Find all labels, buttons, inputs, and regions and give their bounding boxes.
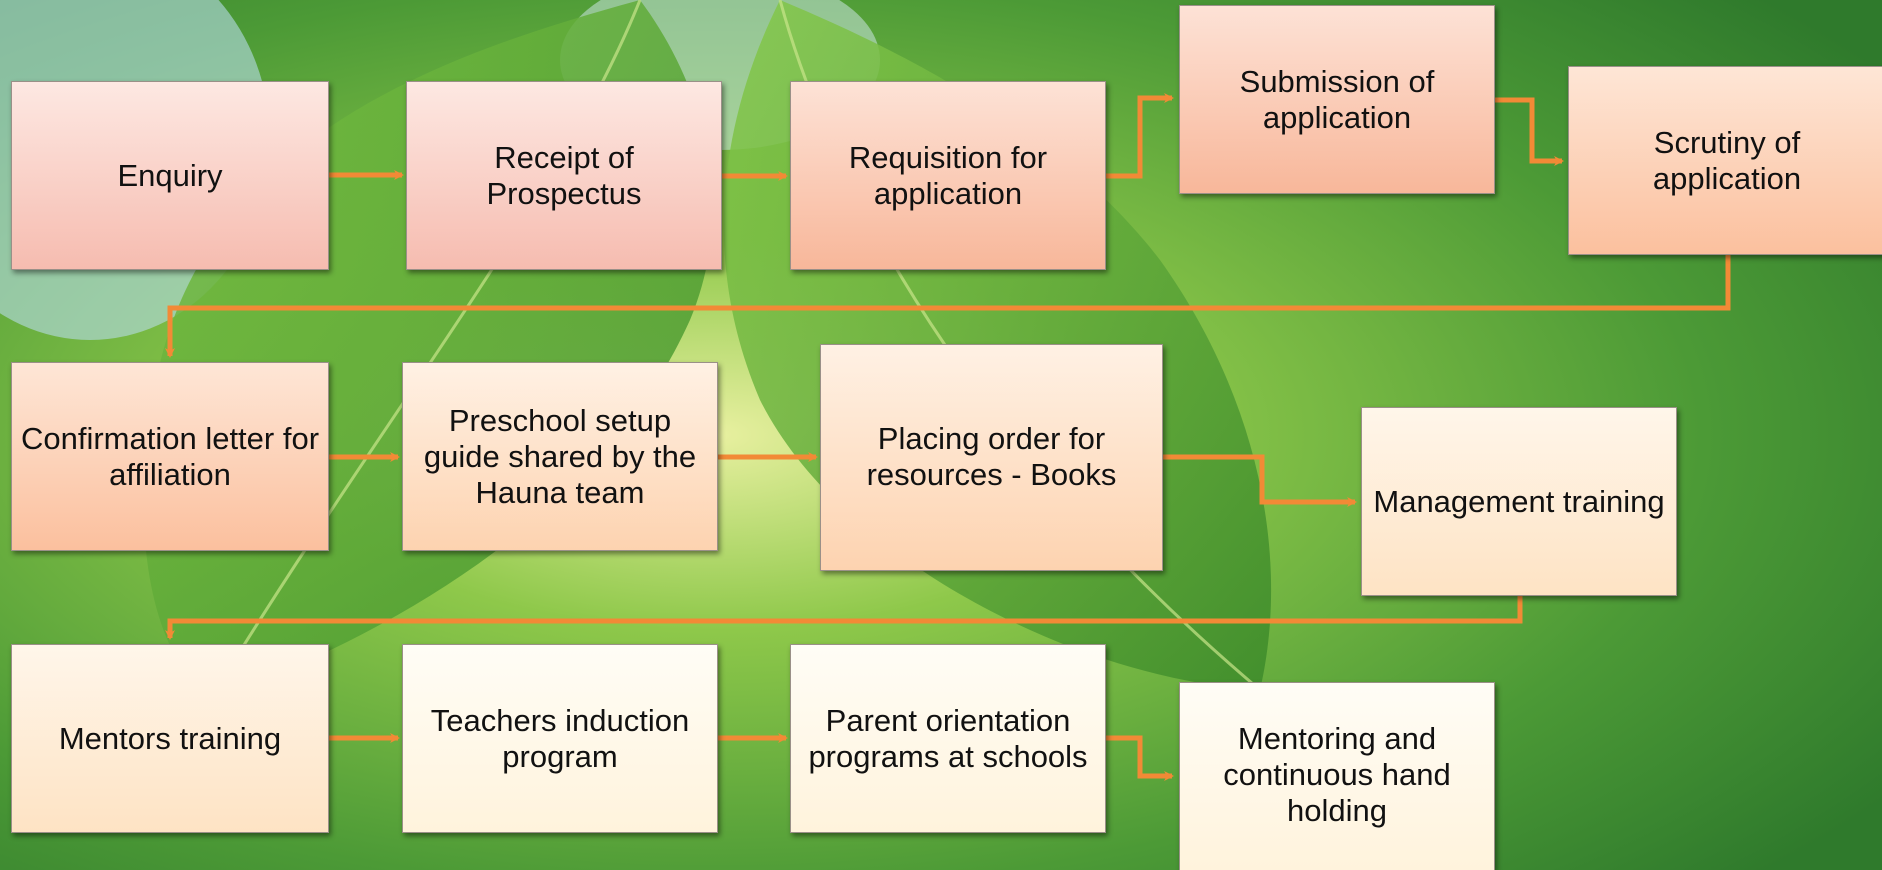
step-mentors-training: Mentors training <box>11 644 329 833</box>
step-label: Receipt of Prospectus <box>486 139 642 211</box>
step-label: Parent orientation programs at schools <box>808 702 1088 774</box>
step-requisition-for-application: Requisition for application <box>790 81 1106 270</box>
step-receipt-of-prospectus: Receipt of Prospectus <box>406 81 722 270</box>
step-placing-order: Placing order for resources - Books <box>820 344 1163 571</box>
step-parent-orientation: Parent orientation programs at schools <box>790 644 1106 833</box>
step-preschool-setup-guide: Preschool setup guide shared by the Haun… <box>402 362 718 551</box>
step-scrutiny-of-application: Scrutiny of application <box>1568 66 1882 255</box>
step-label: Placing order for resources - Books <box>866 421 1117 492</box>
step-management-training: Management training <box>1361 407 1677 596</box>
step-label: Enquiry <box>117 157 223 193</box>
step-label: Mentors training <box>58 720 282 756</box>
step-submission-of-application: Submission of application <box>1179 5 1495 194</box>
step-label: Scrutiny of application <box>1652 124 1802 196</box>
step-mentoring-hand-holding: Mentoring and continuous hand holding <box>1179 682 1495 870</box>
step-confirmation-letter: Confirmation letter for affiliation <box>11 362 329 551</box>
step-enquiry: Enquiry <box>11 81 329 270</box>
step-label: Teachers induction program <box>430 702 690 774</box>
step-label: Mentoring and continuous hand holding <box>1223 721 1451 828</box>
step-label: Requisition for application <box>848 139 1048 211</box>
step-label: Confirmation letter for affiliation <box>20 420 320 492</box>
step-label: Management training <box>1373 483 1665 519</box>
step-label: Preschool setup guide shared by the Haun… <box>423 402 697 510</box>
step-label: Submission of application <box>1239 64 1435 135</box>
step-teachers-induction: Teachers induction program <box>402 644 718 833</box>
